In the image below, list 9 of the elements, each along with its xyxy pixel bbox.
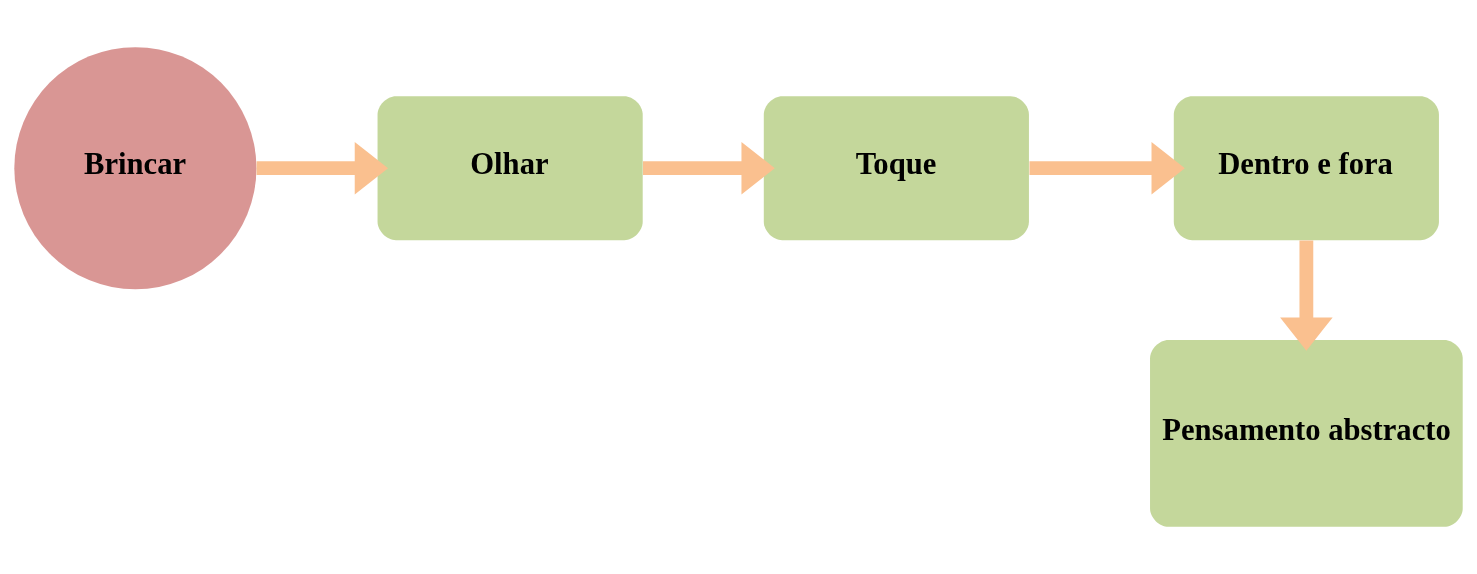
arrow: [256, 141, 389, 195]
node-box: Dentro e fora: [1173, 96, 1439, 241]
arrow: [643, 141, 775, 195]
node-box: Toque: [763, 96, 1029, 241]
arrow: [1280, 240, 1333, 351]
node-box: Pensamento abstracto: [1150, 339, 1463, 527]
node-circle: Brincar: [14, 47, 257, 290]
arrow: [1029, 141, 1185, 195]
node-box: Olhar: [377, 96, 643, 241]
